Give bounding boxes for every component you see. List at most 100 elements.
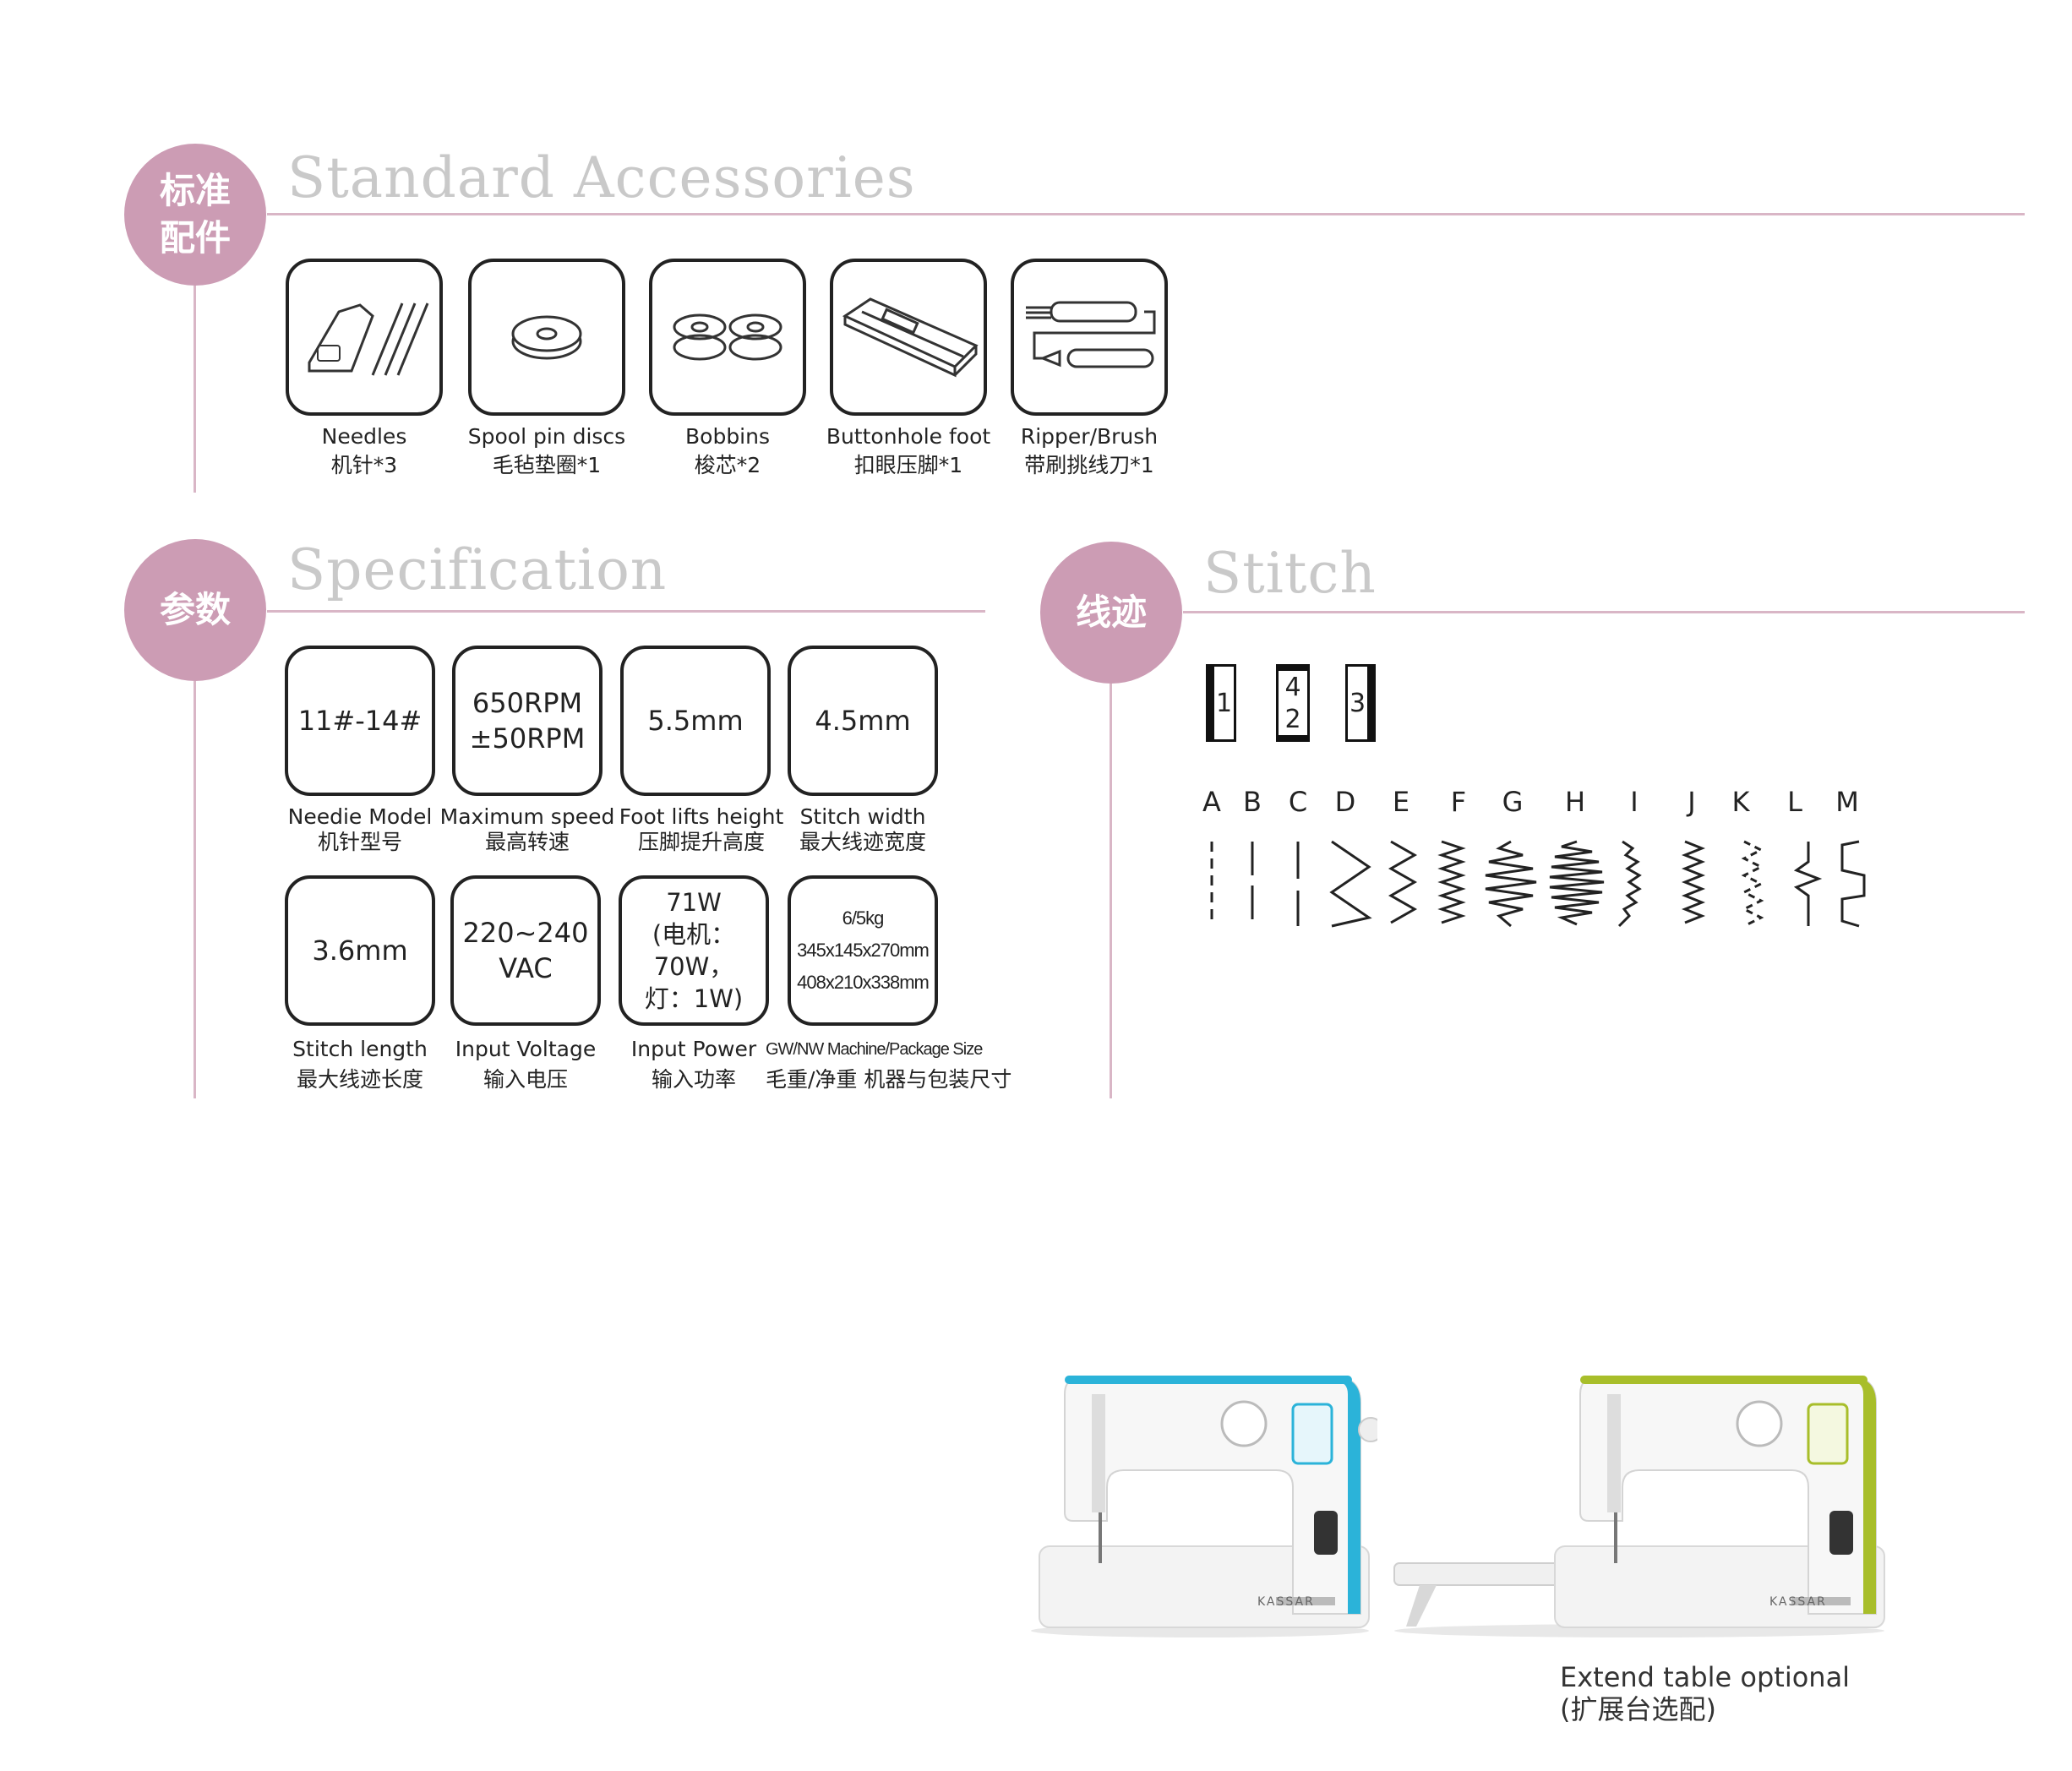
stitch-j-pattern bbox=[1681, 840, 1706, 924]
accessory-zh: 毛毡垫圈*1 bbox=[492, 453, 602, 477]
needles-icon bbox=[308, 302, 429, 376]
machine-accent-left bbox=[1335, 1377, 1360, 1614]
stitch-letter: H bbox=[1564, 786, 1586, 818]
spec-en: Input Voltage bbox=[455, 1037, 597, 1061]
spec-en: Stitch width bbox=[799, 804, 926, 829]
accessory-label-needles: Needles 机针*3 bbox=[280, 422, 449, 480]
stitch-h-pattern bbox=[1549, 840, 1605, 926]
stitch-f-pattern bbox=[1437, 840, 1466, 924]
spec-en: Stitch length bbox=[292, 1037, 428, 1061]
accessory-label-bobbins: Bobbins 梭芯*2 bbox=[643, 422, 812, 480]
stitch-letter: L bbox=[1787, 786, 1802, 818]
spec-zh: 输入功率 bbox=[651, 1067, 736, 1092]
spec-en: Input Power bbox=[630, 1037, 757, 1061]
accessory-en: Bobbins bbox=[685, 424, 770, 449]
bobbins-icon bbox=[673, 313, 782, 361]
spec-label: Maximum speed 最高转速 bbox=[439, 804, 616, 855]
stitch-letter: K bbox=[1731, 786, 1750, 818]
stitch-letter: F bbox=[1450, 786, 1467, 818]
accessory-zh: 梭芯*2 bbox=[694, 453, 761, 477]
caption-zh: (扩展台选配) bbox=[1560, 1693, 1716, 1725]
stitch-letter: E bbox=[1392, 786, 1410, 818]
accessory-ripper-box bbox=[1011, 259, 1168, 416]
machine-accent-right bbox=[1851, 1377, 1876, 1614]
stitch-badge: 线迹 bbox=[1040, 542, 1182, 684]
spec-rule bbox=[267, 610, 985, 613]
spec-stitch-width-box: 4.5mm bbox=[788, 646, 938, 796]
spec-size-box: 6/5kg 345x145x270mm 408x210x338mm bbox=[788, 875, 938, 1026]
spec-label: GW/NW Machine/Package Size 毛重/净重 机器与包装尺寸 bbox=[766, 1034, 1012, 1095]
stitch-rule bbox=[1183, 611, 2025, 613]
accessories-vline bbox=[194, 286, 196, 493]
accessory-en: Spool pin discs bbox=[467, 424, 626, 449]
accessory-label-buttonhole: Buttonhole foot 扣眼压脚*1 bbox=[820, 422, 997, 480]
ripper-brush-icon bbox=[1026, 301, 1156, 368]
spec-stitch-length-box: 3.6mm bbox=[285, 875, 435, 1026]
spec-label: Foot lifts height 压脚提升高度 bbox=[607, 804, 796, 855]
accessory-en: Buttonhole foot bbox=[826, 424, 991, 449]
needle-pos-num: 2 bbox=[1284, 704, 1301, 734]
accessories-title: Standard Accessories bbox=[287, 145, 916, 210]
accessory-buttonhole-box bbox=[830, 259, 987, 416]
stitch-vline bbox=[1110, 684, 1112, 1098]
accessory-label-spool: Spool pin discs 毛毡垫圈*1 bbox=[454, 422, 640, 480]
spec-zh: 最大线迹宽度 bbox=[799, 830, 926, 854]
spec-power-box: 71W (电机：70W， 灯：1W) bbox=[619, 875, 769, 1026]
spec-zh: 最高转速 bbox=[484, 830, 570, 854]
caption-en: Extend table optional bbox=[1560, 1661, 1851, 1693]
spec-en: Needie Model bbox=[287, 804, 433, 829]
stitch-letter: M bbox=[1835, 786, 1859, 818]
spec-label: Stitch width 最大线迹宽度 bbox=[774, 804, 951, 855]
spec-en: Foot lifts height bbox=[619, 804, 784, 829]
spec-label: Stitch length 最大线迹长度 bbox=[271, 1034, 449, 1095]
stitch-letter: D bbox=[1334, 786, 1356, 818]
brand-label-left: KASSAR bbox=[1257, 1595, 1315, 1609]
accessory-zh: 扣眼压脚*1 bbox=[853, 453, 963, 477]
spec-zh: 机针型号 bbox=[317, 830, 402, 854]
needle-position-right: 3 bbox=[1345, 664, 1376, 742]
accessory-en: Ripper/Brush bbox=[1020, 424, 1159, 449]
spec-foot-lift-box: 5.5mm bbox=[620, 646, 771, 796]
spec-zh: 毛重/净重 机器与包装尺寸 bbox=[766, 1067, 1012, 1092]
machine-top-accent bbox=[1065, 1376, 1352, 1384]
accessory-bobbins-box bbox=[649, 259, 806, 416]
accessory-needles-box bbox=[286, 259, 443, 416]
stitch-letter: A bbox=[1202, 786, 1221, 818]
spec-needle-model-box: 11#-14# bbox=[285, 646, 435, 796]
machine-top-accent bbox=[1580, 1376, 1868, 1384]
spec-en: GW/NW Machine/Package Size bbox=[766, 1040, 983, 1059]
needle-position-left: 1 bbox=[1206, 664, 1236, 742]
spool-disc-icon bbox=[511, 315, 582, 360]
accessory-spool-box bbox=[468, 259, 625, 416]
spec-en: Maximum speed bbox=[439, 804, 615, 829]
sewing-machine-green-image bbox=[1393, 1376, 1885, 1637]
spec-speed-box: 650RPM ±50RPM bbox=[452, 646, 603, 796]
accessory-zh: 机针*3 bbox=[330, 453, 398, 477]
accessories-rule bbox=[267, 213, 2025, 215]
stitch-e-pattern bbox=[1388, 840, 1418, 924]
stitch-title: Stitch bbox=[1203, 541, 1377, 606]
stitch-l-pattern bbox=[1793, 842, 1823, 926]
stitch-letter: J bbox=[1688, 786, 1696, 818]
brand-label-right: KASSAR bbox=[1769, 1595, 1827, 1609]
needle-pos-num: 3 bbox=[1349, 688, 1366, 718]
stitch-g-pattern bbox=[1485, 840, 1537, 928]
spec-vline bbox=[194, 681, 196, 1098]
spec-badge: 参数 bbox=[124, 539, 266, 681]
stitch-k-pattern bbox=[1741, 840, 1764, 928]
stitch-patterns bbox=[1210, 840, 1866, 928]
sewing-machine-blue-image bbox=[1031, 1376, 1377, 1637]
stitch-letter: B bbox=[1243, 786, 1262, 818]
stitch-d-pattern bbox=[1329, 840, 1372, 928]
spec-label: Input Power 输入功率 bbox=[605, 1034, 782, 1095]
stitch-i-pattern bbox=[1617, 840, 1642, 928]
stitch-letter: G bbox=[1502, 786, 1524, 818]
accessories-badge-text: 标准 配件 bbox=[159, 170, 231, 259]
accessory-en: Needles bbox=[321, 424, 407, 449]
spec-zh: 最大线迹长度 bbox=[296, 1067, 423, 1092]
accessory-zh: 带刷挑线刀*1 bbox=[1024, 453, 1154, 477]
stitch-letter: C bbox=[1288, 786, 1308, 818]
extend-table-caption: Extend table optional (扩展台选配) bbox=[1560, 1661, 1850, 1725]
spec-voltage-box: 220~240 VAC bbox=[450, 875, 601, 1026]
stitch-letter: I bbox=[1630, 786, 1639, 818]
